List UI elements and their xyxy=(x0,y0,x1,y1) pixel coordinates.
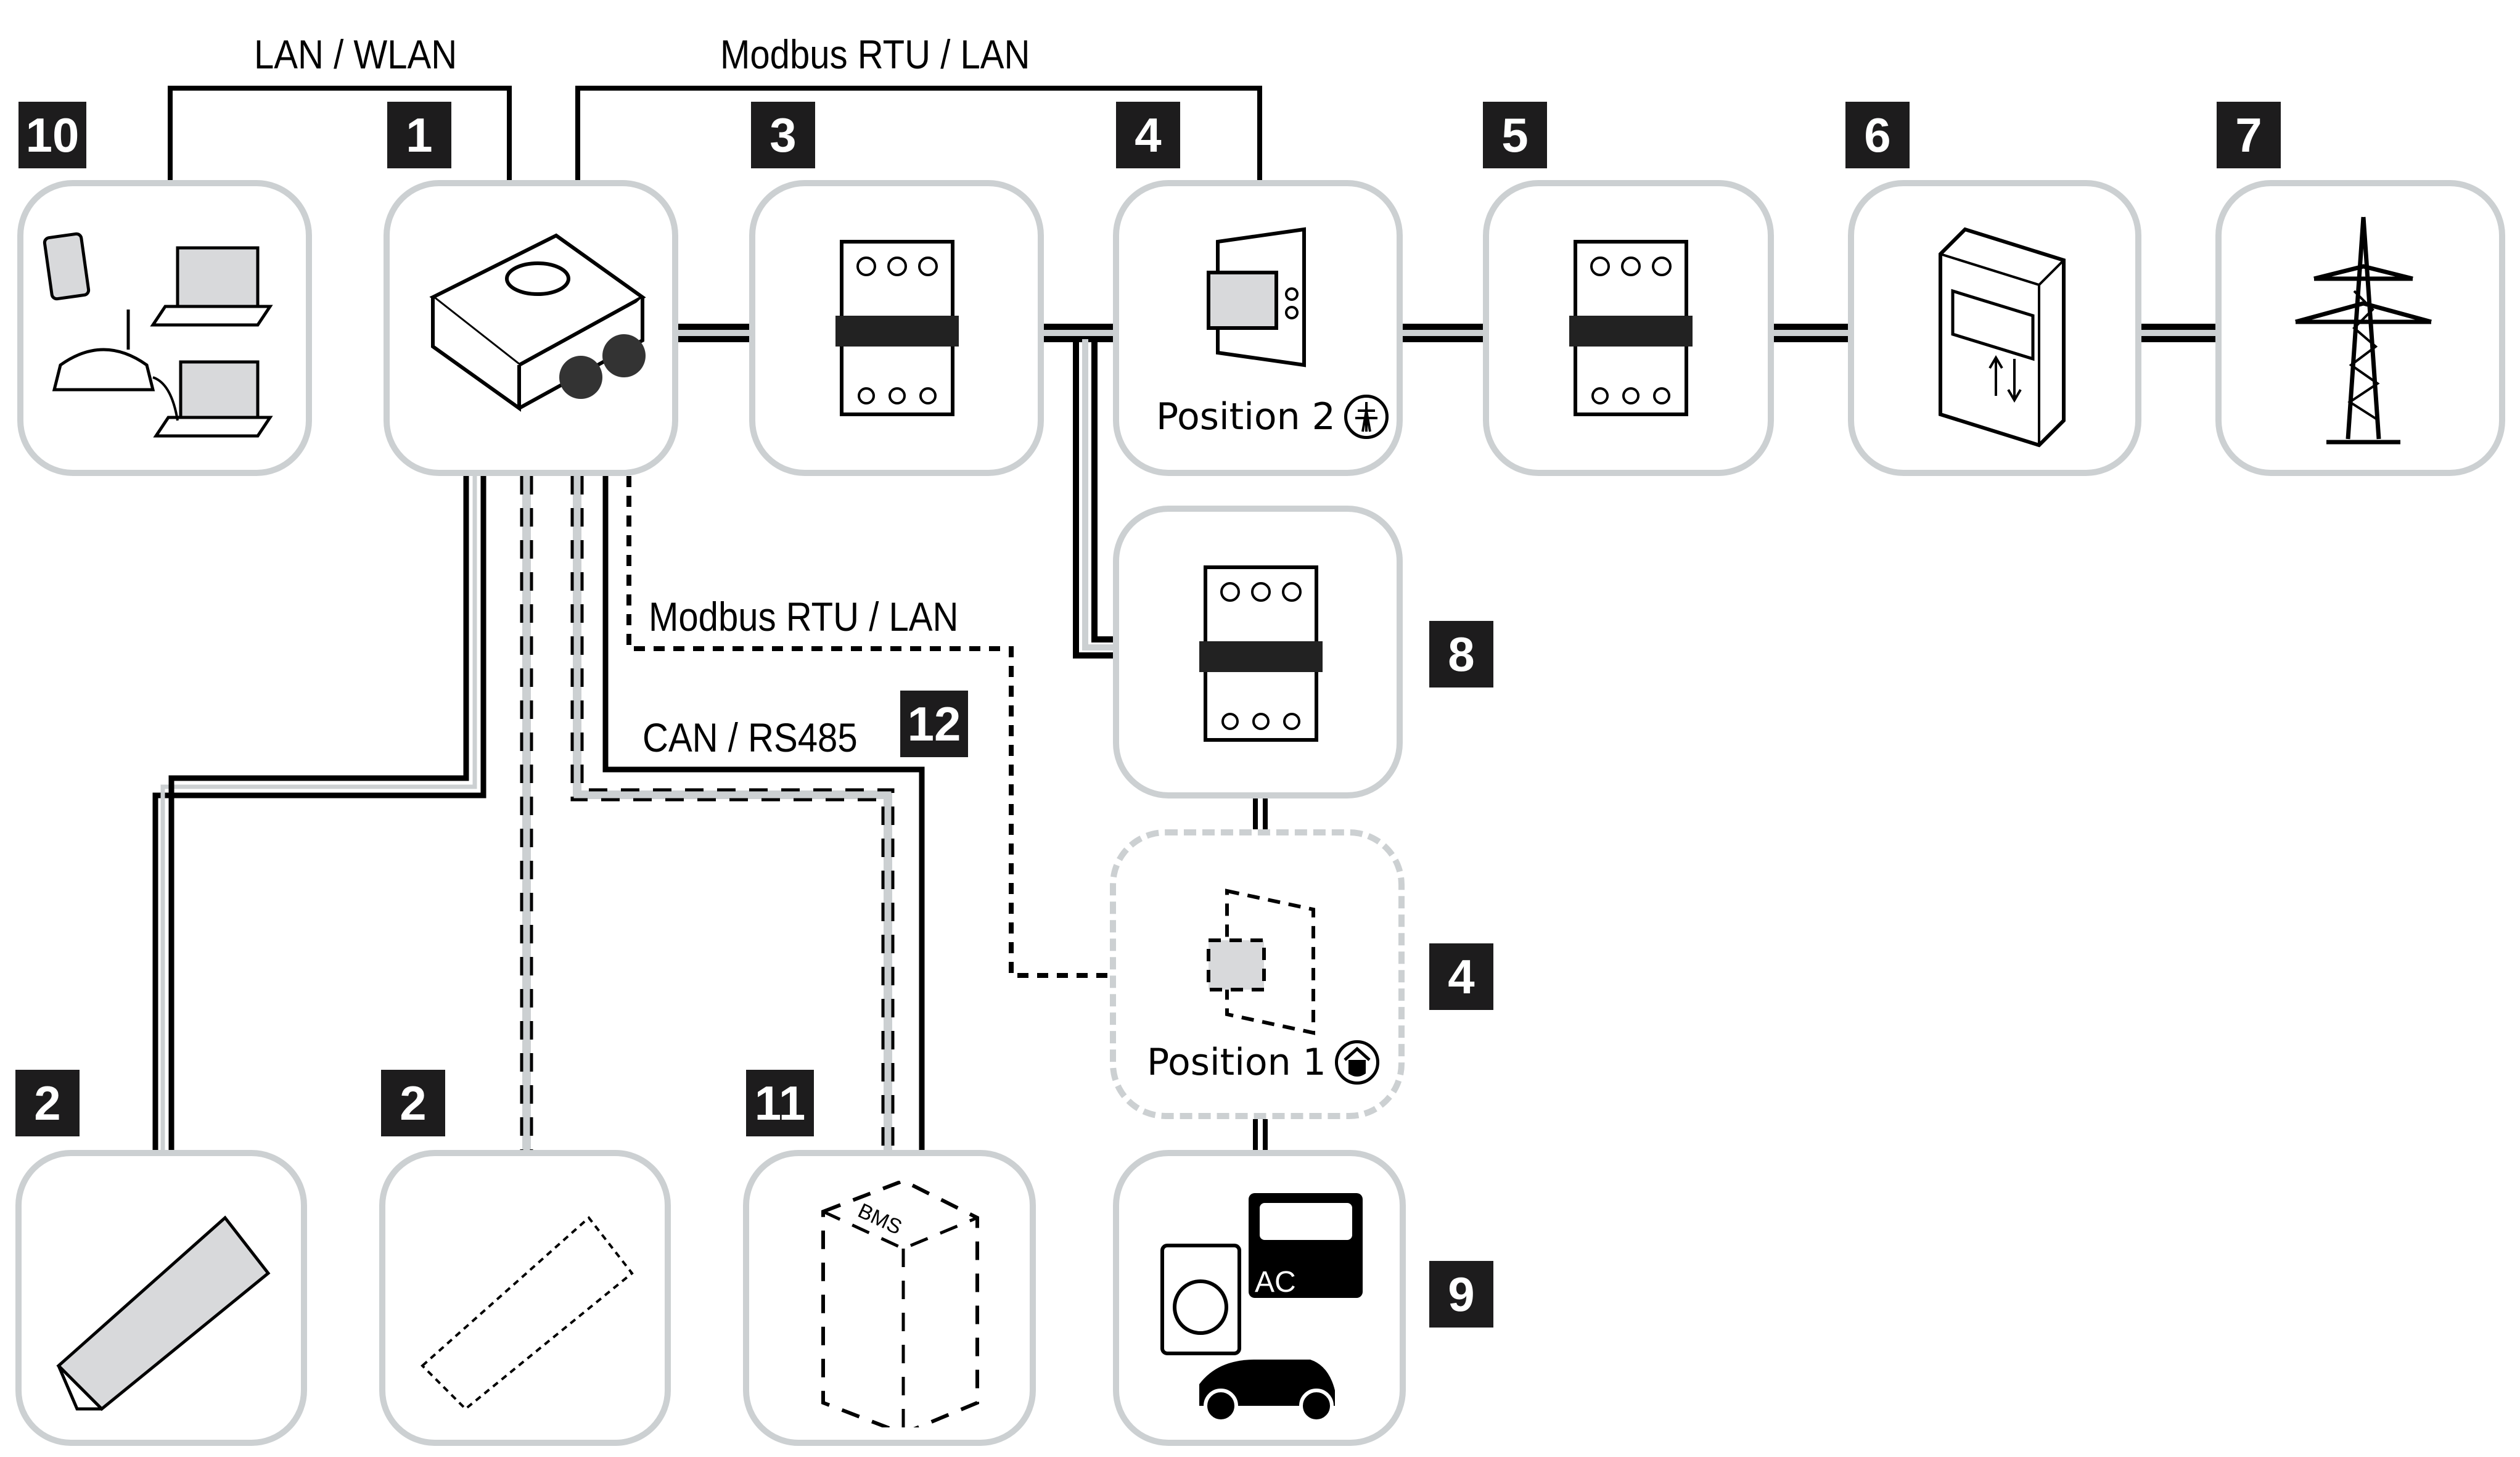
box-communication-devices[interactable] xyxy=(17,180,312,476)
battery-icon: BMS xyxy=(821,1181,979,1427)
grid-pylon-icon xyxy=(1344,395,1389,439)
box-circuit-breaker-5[interactable] xyxy=(1483,180,1774,476)
power-pylon-icon xyxy=(2295,216,2432,445)
ac-line-5-6 xyxy=(1773,324,1850,342)
modbus-top-line xyxy=(575,86,1262,180)
ac-line-1-3 xyxy=(675,324,752,342)
solar-panel-icon xyxy=(56,1215,271,1411)
badge-2-b: 2 xyxy=(381,1070,445,1136)
badge-7: 7 xyxy=(2217,102,2281,168)
meter-cabinet-icon xyxy=(1939,227,2066,448)
badge-9: 9 xyxy=(1429,1261,1493,1328)
box-circuit-breaker-8[interactable] xyxy=(1113,506,1403,798)
position-2-label: Position 2 xyxy=(1156,395,1389,439)
household-loads-icon: AC xyxy=(1160,1193,1363,1423)
circuit-breaker-icon xyxy=(1199,565,1323,742)
energy-meter-optional-icon xyxy=(1207,889,1315,1035)
dc-line-battery xyxy=(570,476,895,1150)
box-inverter[interactable] xyxy=(384,180,678,476)
circuit-breaker-icon xyxy=(835,240,959,416)
badge-8: 8 xyxy=(1429,621,1493,687)
dc-line-pv-1 xyxy=(152,476,486,1150)
box-battery-storage[interactable]: BMS xyxy=(743,1150,1036,1446)
ac-text: AC xyxy=(1255,1266,1296,1299)
box-pv-generator-1[interactable] xyxy=(15,1150,307,1446)
position-2-text: Position 2 xyxy=(1156,395,1336,438)
badge-4-top: 4 xyxy=(1116,102,1180,168)
box-public-grid[interactable] xyxy=(2215,180,2505,476)
energy-meter-icon xyxy=(1207,227,1306,367)
box-energy-meter-position-2[interactable]: Position 2 xyxy=(1113,180,1403,476)
position-1-text: Position 1 xyxy=(1147,1041,1326,1084)
position-1-label: Position 1 xyxy=(1147,1040,1379,1085)
badge-6: 6 xyxy=(1845,102,1910,168)
modbus-top-label: Modbus RTU / LAN xyxy=(720,31,1030,77)
can-rs485-label: CAN / RS485 xyxy=(642,715,858,760)
badge-12: 12 xyxy=(900,691,968,757)
modbus-mid-line xyxy=(626,476,1110,978)
dc-line-pv-2 xyxy=(520,476,533,1150)
ac-line-3-4 xyxy=(1042,324,1113,342)
badge-10: 10 xyxy=(18,102,86,168)
badge-11: 11 xyxy=(746,1070,814,1136)
ac-line-4b-9 xyxy=(1253,1119,1268,1150)
badge-5: 5 xyxy=(1483,102,1547,168)
badge-2-a: 2 xyxy=(15,1070,80,1136)
solar-panel-optional-icon xyxy=(421,1216,634,1411)
ac-line-4-5 xyxy=(1403,324,1483,342)
badge-4-bottom: 4 xyxy=(1429,943,1493,1010)
box-household-loads[interactable]: AC xyxy=(1113,1150,1406,1446)
box-utility-meter-cabinet[interactable] xyxy=(1848,180,2141,476)
inverter-icon xyxy=(429,233,646,412)
ac-line-6-7 xyxy=(2140,324,2217,342)
bms-text: BMS xyxy=(855,1199,906,1239)
badge-1: 1 xyxy=(387,102,451,168)
box-circuit-breaker-3[interactable] xyxy=(749,180,1044,476)
devices-icon xyxy=(43,232,273,438)
modbus-mid-label: Modbus RTU / LAN xyxy=(649,594,959,639)
can-rs485-line xyxy=(602,476,925,1150)
badge-3: 3 xyxy=(751,102,815,168)
box-pv-generator-2[interactable] xyxy=(379,1150,671,1446)
circuit-breaker-icon xyxy=(1569,240,1693,416)
lan-wlan-line xyxy=(168,86,512,180)
ac-line-8-4b xyxy=(1253,798,1268,829)
house-consumption-icon xyxy=(1334,1040,1379,1085)
lan-wlan-label: LAN / WLAN xyxy=(254,31,458,77)
ac-branch-to-8 xyxy=(1073,339,1113,659)
box-energy-meter-position-1[interactable]: Position 1 xyxy=(1110,829,1405,1119)
